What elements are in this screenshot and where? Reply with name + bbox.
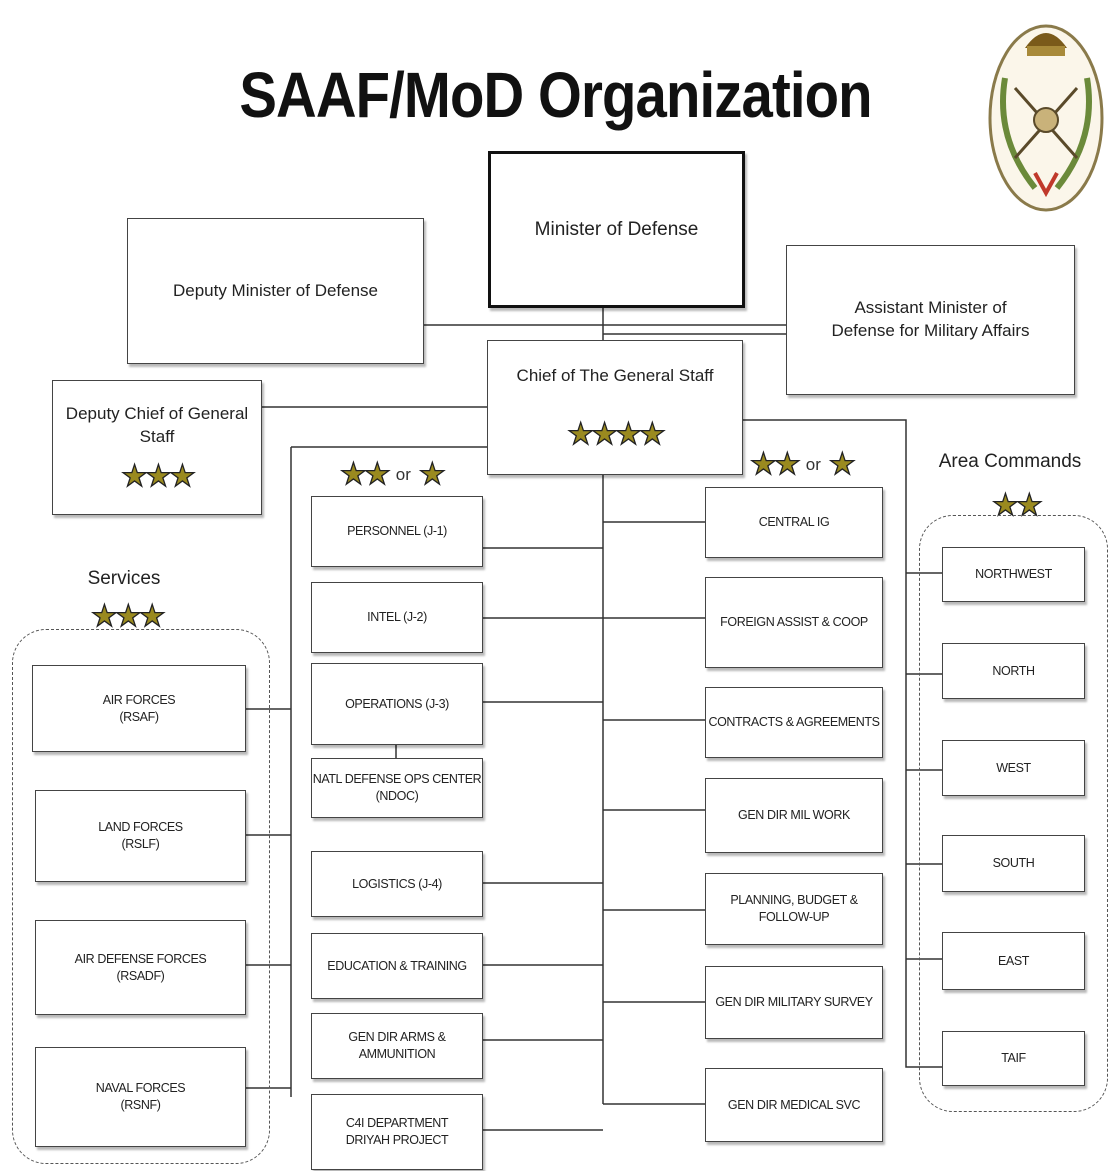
staff-right-box-1: CENTRAL IG <box>705 487 883 558</box>
rank-one-star: ★ <box>418 458 446 491</box>
rank-or: or <box>395 465 411 484</box>
staff-left-label: OPERATIONS (J-3) <box>345 696 449 711</box>
service-box-2: LAND FORCES (RSLF) <box>35 790 246 882</box>
area-command-label: NORTHWEST <box>975 567 1052 582</box>
assistant-minister-box: Assistant Minister of Defense for Milita… <box>786 245 1075 395</box>
minister-of-defense-box: Minister of Defense <box>488 151 745 308</box>
rank-two-star: ★★ <box>749 448 801 481</box>
services-group <box>12 629 270 1164</box>
rank-or: or <box>805 455 821 474</box>
area-commands-group <box>919 515 1108 1112</box>
area-command-label: SOUTH <box>992 856 1035 871</box>
staff-left-box-3: OPERATIONS (J-3) <box>311 663 483 745</box>
staff-left-box-5: LOGISTICS (J-4) <box>311 851 483 917</box>
area-command-box-1: NORTHWEST <box>942 547 1085 602</box>
staff-left-box-4: NATL DEFENSE OPS CENTER (NDOC) <box>311 758 483 818</box>
service-label: AIR FORCES (RSAF) <box>102 692 176 724</box>
staff-right-box-2: FOREIGN ASSIST & COOP <box>705 577 883 668</box>
staff-right-box-4: GEN DIR MIL WORK <box>705 778 883 853</box>
assistant-minister-label: Assistant Minister of Defense for Milita… <box>831 298 1030 340</box>
right-staff-rank: ★★ or ★ <box>749 448 856 481</box>
staff-right-label: FOREIGN ASSIST & COOP <box>720 615 868 630</box>
deputy-minister-box: Deputy Minister of Defense <box>127 218 424 364</box>
page-title: SAAF/MoD Organization <box>239 59 872 131</box>
service-box-4: NAVAL FORCES (RSNF) <box>35 1047 246 1147</box>
chief-stars: ★★★★ <box>567 417 667 451</box>
staff-left-label: INTEL (J-2) <box>367 610 427 625</box>
area-command-box-4: SOUTH <box>942 835 1085 892</box>
service-box-3: AIR DEFENSE FORCES (RSADF) <box>35 920 246 1015</box>
service-box-1: AIR FORCES (RSAF) <box>32 665 246 752</box>
service-label: NAVAL FORCES (RSNF) <box>95 1081 186 1112</box>
staff-left-label: EDUCATION & TRAINING <box>327 958 467 973</box>
area-command-label: TAIF <box>1001 1051 1026 1066</box>
deputy-chief-box: Deputy Chief of General Staff ★★★ <box>52 380 262 515</box>
staff-right-label: CONTRACTS & AGREEMENTS <box>708 715 880 730</box>
staff-right-label: GEN DIR MEDICAL SVC <box>727 1097 861 1112</box>
staff-right-label: PLANNING, BUDGET & FOLLOW-UP <box>730 893 858 924</box>
staff-right-label: GEN DIR MILITARY SURVEY <box>715 995 873 1010</box>
service-label: AIR DEFENSE FORCES (RSADF) <box>74 951 207 983</box>
left-staff-rank: ★★ or ★ <box>339 458 446 491</box>
staff-left-label: PERSONNEL (J-1) <box>347 524 447 539</box>
area-command-box-5: EAST <box>942 932 1085 990</box>
ministry-emblem-icon <box>988 24 1104 212</box>
staff-left-box-7: GEN DIR ARMS & AMMUNITION <box>311 1013 483 1079</box>
chief-of-general-staff-box: Chief of The General Staff ★★★★ <box>487 340 743 475</box>
deputy-minister-label: Deputy Minister of Defense <box>172 280 379 300</box>
minister-of-defense-label: Minister of Defense <box>534 218 699 240</box>
staff-left-label: LOGISTICS (J-4) <box>352 876 442 891</box>
service-label: LAND FORCES (RSLF) <box>98 820 183 851</box>
deputy-chief-stars: ★★★ <box>121 460 197 494</box>
staff-right-box-6: GEN DIR MILITARY SURVEY <box>705 966 883 1039</box>
staff-right-label: GEN DIR MIL WORK <box>738 808 850 823</box>
staff-right-box-3: CONTRACTS & AGREEMENTS <box>705 687 883 758</box>
services-heading: Services <box>87 568 161 589</box>
area-command-box-6: TAIF <box>942 1031 1085 1086</box>
area-command-box-3: WEST <box>942 740 1085 796</box>
area-command-label: EAST <box>997 953 1030 968</box>
area-commands-heading: Area Commands <box>938 451 1082 472</box>
staff-left-box-8: C4I DEPARTMENT DRIYAH PROJECT <box>311 1094 483 1170</box>
deputy-chief-label: Deputy Chief of General Staff <box>65 403 249 446</box>
staff-right-label: CENTRAL IG <box>758 515 830 530</box>
staff-right-box-5: PLANNING, BUDGET & FOLLOW-UP <box>705 873 883 945</box>
staff-left-box-6: EDUCATION & TRAINING <box>311 933 483 999</box>
services-stars: ★★★ <box>90 600 166 633</box>
area-command-label: WEST <box>996 760 1031 775</box>
area-command-box-2: NORTH <box>942 643 1085 699</box>
staff-left-label: GEN DIR ARMS & AMMUNITION <box>348 1030 446 1061</box>
staff-right-box-7: GEN DIR MEDICAL SVC <box>705 1068 883 1142</box>
area-command-label: NORTH <box>992 663 1035 678</box>
staff-left-label: C4I DEPARTMENT DRIYAH PROJECT <box>345 1116 449 1147</box>
staff-left-label: NATL DEFENSE OPS CENTER (NDOC) <box>312 772 482 803</box>
rank-one-star: ★ <box>828 448 856 481</box>
chief-of-general-staff-label: Chief of The General Staff <box>516 366 714 386</box>
staff-left-box-2: INTEL (J-2) <box>311 582 483 653</box>
staff-left-box-1: PERSONNEL (J-1) <box>311 496 483 567</box>
rank-two-star: ★★ <box>339 458 391 491</box>
